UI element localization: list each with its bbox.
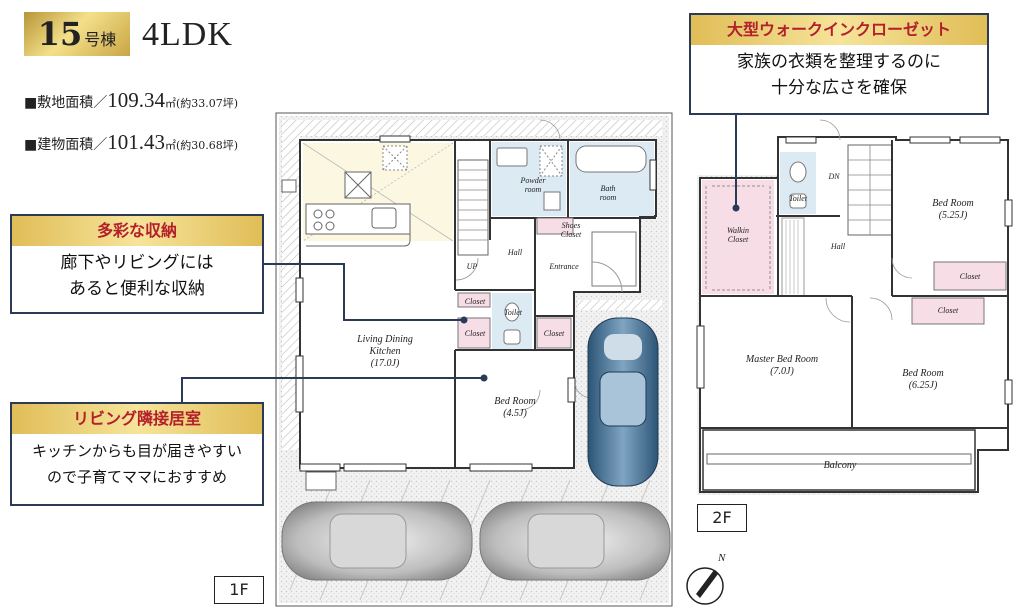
land-area-label: ■敷地面積／ xyxy=(24,95,108,111)
hall-1f-label: Hall xyxy=(507,248,523,257)
closet-1f-b-label: Closet xyxy=(464,329,486,338)
house-number-suffix: 号棟 xyxy=(84,30,117,49)
callout-walkin-title: 大型ウォークインクローゼット xyxy=(691,15,987,45)
ldk-label: Living Dining Kitchen (17.0J) xyxy=(357,334,413,369)
toilet-1f-label: Toilet xyxy=(504,308,522,317)
compass-label: N xyxy=(718,552,726,564)
closet-1f-c-label: Closet xyxy=(543,329,565,338)
shoes-closet-label: Shoes Closet xyxy=(560,221,582,239)
layout-type: 4LDK xyxy=(142,16,233,53)
land-area-value: 109.34 xyxy=(107,88,165,112)
hall-2f-label: Hall xyxy=(830,242,846,251)
callout-walkin: 大型ウォークインクローゼット 家族の衣類を整理するのに 十分な広さを確保 xyxy=(689,13,989,115)
entrance-label: Entrance xyxy=(549,262,579,271)
bedroom-1f-label: Bed Room (4.5J) xyxy=(494,396,536,419)
car-gray-right xyxy=(479,501,671,581)
balcony-label: Balcony xyxy=(823,460,857,471)
callout-walkin-body: 家族の衣類を整理するのに 十分な広さを確保 xyxy=(737,52,941,98)
closet-2f-a-label: Closet xyxy=(959,272,981,281)
closet-2f-b-label: Closet xyxy=(937,306,959,315)
dn-label: DN xyxy=(828,172,840,181)
toilet-2f-label: Toilet xyxy=(789,194,807,203)
land-area-unit: ㎡(約33.07坪) xyxy=(164,97,239,110)
floor-1f-tag: 1F xyxy=(214,576,264,604)
car-gray-left xyxy=(281,501,473,581)
up-label: UP xyxy=(466,262,478,271)
building-area-label: ■建物面積／ xyxy=(24,137,108,153)
car-blue xyxy=(587,317,659,487)
second-floor-plan xyxy=(696,119,1013,495)
land-area: ■敷地面積／109.34㎡(約33.07坪) xyxy=(24,88,238,113)
house-number: 15 xyxy=(37,15,83,53)
house-number-badge: 15 号棟 xyxy=(24,12,130,56)
closet-1f-a-label: Closet xyxy=(464,297,486,306)
building-area-unit: ㎡(約30.68坪) xyxy=(164,139,239,152)
powder-room-label: Powder room xyxy=(520,176,546,194)
bedroom-2f-b-label: Bed Room (6.25J) xyxy=(902,368,944,391)
callout-adjacent-room: リビング隣接居室 キッチンからも目が届きやすい ので子育てママにおすすめ xyxy=(10,402,264,506)
callout-adjacent-body: キッチンからも目が届きやすい ので子育てママにおすすめ xyxy=(31,442,242,486)
callout-adjacent-title: リビング隣接居室 xyxy=(12,404,262,434)
building-area: ■建物面積／101.43㎡(約30.68坪) xyxy=(24,130,238,155)
compass-icon xyxy=(686,567,724,605)
floor-2f-tag: 2F xyxy=(697,504,747,532)
callout-storage-title: 多彩な収納 xyxy=(12,216,262,246)
bedroom-2f-a-label: Bed Room (5.25J) xyxy=(932,198,974,221)
building-area-value: 101.43 xyxy=(107,130,165,154)
callout-storage-body: 廊下やリビングには あると便利な収納 xyxy=(60,253,214,299)
bath-room-label: Bath room xyxy=(599,184,617,202)
walkin-closet-label: Walkin Closet xyxy=(727,226,749,244)
callout-storage: 多彩な収納 廊下やリビングには あると便利な収納 xyxy=(10,214,264,314)
master-bedroom-label: Master Bed Room (7.0J) xyxy=(745,354,819,377)
